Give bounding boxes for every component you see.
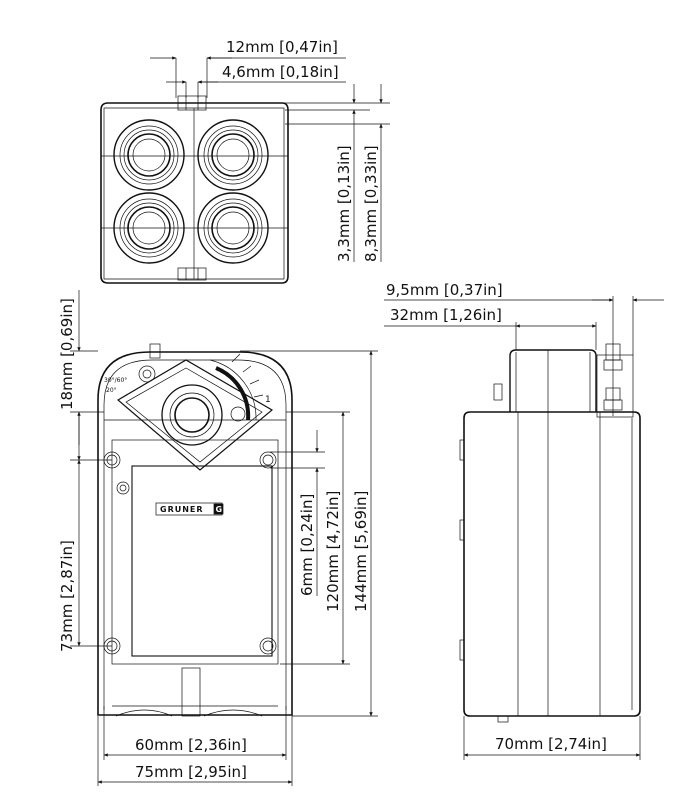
dim-front-60mm: 60mm [2,36in] [103,706,287,760]
top-connector-tab [177,95,207,111]
shaft-clamp: 1 30°/60° 20° [104,343,274,471]
dim-front-120mm-text: 120mm [4,72in] [324,491,342,612]
cable-gland-bottom-right [197,192,269,264]
dim-front-144mm-text: 144mm [5,69in] [352,491,370,612]
dim-top-12mm: 12mm [0,47in] [150,38,346,98]
mount-screw-bottom-right [259,637,277,655]
dim-side-32mm: 32mm [1,26in] [384,306,597,350]
dim-top-46mm: 4,6mm [0,18in] [166,63,346,98]
svg-text:20°: 20° [106,387,117,394]
dim-front-75mm-text: 75mm [2,95in] [135,763,247,781]
dim-side-32mm-text: 32mm [1,26in] [390,306,502,324]
dim-side-70mm-text: 70mm [2,74in] [495,735,607,753]
dim-front-18mm: 18mm [0,69in] [58,290,104,445]
dim-front-6mm-text: 6mm [0,24in] [298,494,316,596]
dim-top-12mm-text: 12mm [0,47in] [226,38,338,56]
dim-front-18mm-text: 18mm [0,69in] [58,298,76,410]
svg-text:1: 1 [265,395,271,405]
cable-gland-top-left [113,119,185,191]
dim-front-6mm: 6mm [0,24in] [270,430,325,596]
dim-front-73mm-text: 73mm [2,87in] [58,540,76,652]
dim-top-46mm-text: 4,6mm [0,18in] [222,63,339,81]
front-inner-frame [111,439,279,665]
cable-gland-bottom-left [113,192,185,264]
dim-side-95mm: 9,5mm [0,37in] [384,281,664,355]
adjust-screw [230,406,246,422]
dim-top-33mm-text: 3,3mm [0,13in] [335,145,353,262]
mount-screw-top-right [259,451,277,469]
dim-front-60mm-text: 60mm [2,36in] [135,736,247,754]
front-view: GRUNER G [58,290,378,786]
side-nut-stack [596,343,634,418]
dim-top-83mm-text: 8,3mm [0,33in] [362,145,380,262]
dim-top-vertical: 3,3mm [0,13in] 8,3mm [0,33in] [280,84,390,262]
top-view: 12mm [0,47in] 4,6mm [0,18in] [100,38,390,284]
side-pin [493,383,503,401]
small-screw [116,481,130,495]
brand-logo-icon [213,503,224,515]
dim-front-73mm: 73mm [2,87in] [58,412,112,652]
dim-front-144mm: 144mm [5,69in] [240,350,378,717]
lever-bolt [149,343,161,359]
bottom-cable-exit [181,667,201,717]
top-view-housing [100,102,289,284]
svg-text:30°/60°: 30°/60° [104,377,127,384]
dim-side-95mm-text: 9,5mm [0,37in] [386,281,503,299]
bottom-connector-tab [177,267,207,281]
dim-front-75mm: 75mm [2,95in] [97,716,293,786]
svg-text:G: G [216,505,223,514]
cable-gland-top-right [197,119,269,191]
brand-text: GRUNER [160,505,204,514]
side-view: 9,5mm [0,37in] 32mm [1,26in] 70mm [2,74i… [384,281,664,760]
front-view-housing [97,351,293,716]
side-view-housing [463,411,641,717]
dim-front-120mm: 120mm [4,72in] [280,411,350,665]
dim-side-70mm: 70mm [2,74in] [463,716,641,760]
